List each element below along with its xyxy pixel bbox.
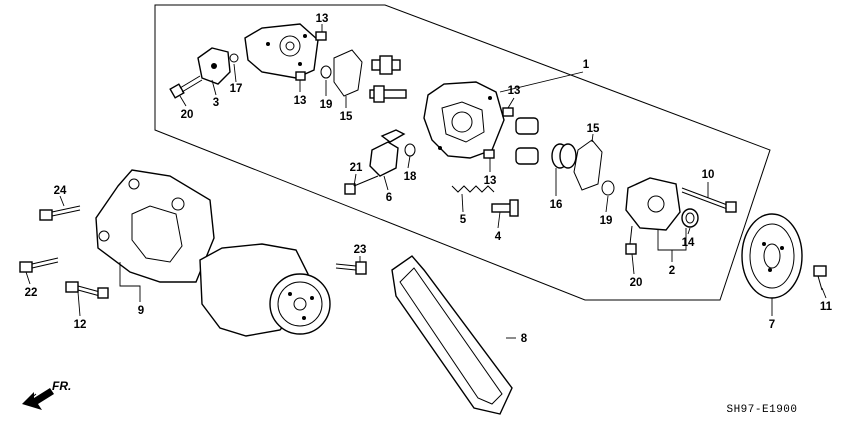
- callout-4: 4: [495, 231, 502, 243]
- front-label: FR.: [52, 379, 71, 393]
- outlet-fitting-6: [369, 129, 406, 177]
- callout-11: 11: [820, 301, 833, 313]
- gasket-15-lower: [573, 139, 603, 191]
- callout-22: 22: [25, 287, 38, 299]
- front-direction-arrow: [22, 388, 54, 410]
- cover-plate-3: [197, 47, 231, 85]
- o-ring-17: [229, 53, 239, 63]
- bolt-13-d: [483, 149, 495, 159]
- bolt-23: [335, 261, 367, 275]
- pump-body: [423, 81, 505, 159]
- bolt-11: [813, 265, 827, 291]
- relief-valve-4: [491, 199, 519, 217]
- callout-16: 16: [550, 199, 563, 211]
- callout-21: 21: [350, 162, 363, 174]
- callout-19-b: 19: [600, 215, 613, 227]
- bolt-13-c: [502, 107, 514, 117]
- o-ring-19-upper: [320, 65, 332, 79]
- assembled-pump: [199, 243, 331, 337]
- callout-8: 8: [521, 333, 528, 345]
- callout-24: 24: [54, 185, 67, 197]
- pump-rear-housing: [244, 23, 319, 79]
- stud-bolt-12: [65, 281, 109, 299]
- callout-15-b: 15: [587, 123, 600, 135]
- bolt-22: [19, 257, 59, 273]
- rotor-shaft: [369, 55, 407, 103]
- callout-23: 23: [354, 244, 367, 256]
- bushings: [515, 117, 539, 165]
- callout-5: 5: [460, 214, 467, 226]
- seal-16: [551, 143, 577, 169]
- callout-20-b: 20: [630, 277, 643, 289]
- gasket-15-upper: [333, 49, 363, 97]
- callout-6: 6: [386, 192, 392, 204]
- valve-spring-5: [451, 185, 495, 193]
- callout-20-a: 20: [181, 109, 194, 121]
- callout-17: 17: [230, 83, 243, 95]
- leader-lines: [25, 24, 827, 339]
- diagram-code: SH97-E1900: [726, 404, 797, 416]
- callout-13-b: 13: [294, 95, 307, 107]
- callout-3: 3: [213, 97, 219, 109]
- bolt-24: [39, 205, 81, 221]
- bolt-10: [681, 187, 737, 213]
- assembly-outline: [154, 4, 771, 301]
- o-ring-19-lower: [601, 180, 615, 196]
- callout-9: 9: [138, 305, 144, 317]
- bolt-21: [344, 175, 379, 195]
- callout-13-c: 13: [508, 85, 521, 97]
- o-ring-18: [404, 143, 416, 157]
- callout-13-a: 13: [316, 13, 329, 25]
- pump-bracket-9: [95, 169, 215, 283]
- drive-belt-8: [391, 255, 513, 415]
- callout-15-a: 15: [340, 111, 353, 123]
- callout-2: 2: [669, 265, 675, 277]
- bolt-13-b: [295, 71, 306, 81]
- bolt-20-lower: [625, 225, 637, 255]
- callout-13-d: 13: [484, 175, 497, 187]
- oil-seal-14: [681, 208, 699, 228]
- callout-12: 12: [74, 319, 87, 331]
- bolt-13-a: [315, 31, 327, 41]
- callout-7: 7: [769, 319, 775, 331]
- front-cover-2: [625, 177, 681, 231]
- pulley-7: [741, 213, 803, 299]
- callout-19-a: 19: [320, 99, 333, 111]
- callout-10: 10: [702, 169, 715, 181]
- callout-14: 14: [682, 237, 695, 249]
- bolt-20-upper: [169, 75, 203, 99]
- callout-18: 18: [404, 171, 417, 183]
- callout-1: 1: [583, 59, 590, 71]
